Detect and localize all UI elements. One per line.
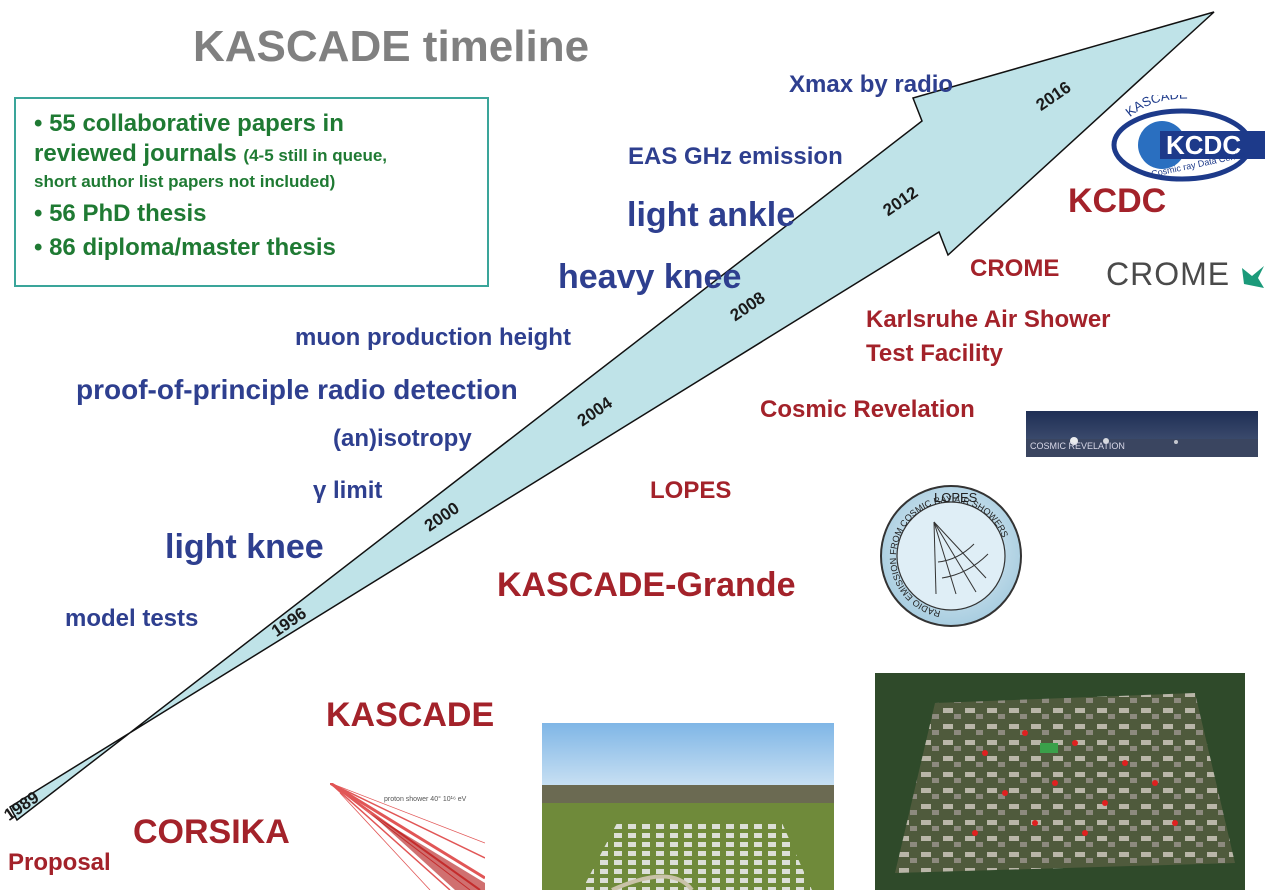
bullet: • (34, 200, 43, 227)
result-light-ankle: light ankle (627, 196, 796, 234)
aerial-site-photo (875, 673, 1245, 890)
project-cosmic-revelation: Cosmic Revelation (760, 396, 975, 423)
project-kascade: KASCADE (326, 696, 495, 734)
project-proposal: Proposal (8, 849, 111, 876)
papers-note-2: short author list papers not included) (34, 172, 336, 191)
result-eas-ghz: EAS GHz emission (628, 143, 843, 170)
kcdc-logo-center: KCDC (1166, 130, 1241, 160)
crome-logo-text: CROME (1106, 256, 1231, 292)
result-xmax: Xmax by radio (789, 71, 954, 98)
project-crome: CROME (970, 255, 1060, 282)
corsika-caption: proton shower 40° 10¹⁶ eV (384, 795, 467, 803)
result-heavy-knee: heavy knee (558, 258, 742, 296)
bullet: • (34, 110, 43, 137)
lopes-logo: RADIO EMISSION FROM COSMIC RAY AIR SHOWE… (880, 485, 1022, 627)
summary-box: • 55 collaborative papers in reviewed jo… (14, 97, 489, 287)
bullet: • (34, 234, 43, 261)
diploma-count: 86 diploma/master thesis (49, 234, 336, 261)
corsika-shower-image: proton shower 40° 10¹⁶ eV (330, 783, 485, 890)
project-lopes: LOPES (650, 477, 732, 504)
kascade-field-photo (542, 723, 834, 890)
project-kascade-grande: KASCADE-Grande (497, 566, 796, 604)
project-corsika: CORSIKA (133, 813, 290, 851)
crome-bird-icon (1242, 266, 1264, 288)
result-anisotropy: (an)isotropy (333, 425, 472, 452)
cosmic-revelation-caption: COSMIC REVELATION (1030, 441, 1125, 451)
crome-logo: CROME (1106, 256, 1266, 296)
page-title: KASCADE timeline (193, 22, 590, 71)
project-karlsruhe-line1: Karlsruhe Air Shower (866, 306, 1111, 333)
result-gamma-limit: γ limit (313, 477, 383, 504)
papers-count: 55 collaborative papers in (49, 110, 344, 137)
lopes-logo-text: LOPES (934, 490, 978, 505)
kcdc-logo: KASCADE KCDC Cosmic ray Data Centre (1111, 95, 1265, 182)
result-muon-height: muon production height (295, 324, 571, 351)
timeline-arrow-shape (9, 11, 1215, 822)
project-kcdc: KCDC (1068, 182, 1167, 220)
project-karlsruhe-line2: Test Facility (866, 340, 1003, 367)
phd-count: 56 PhD thesis (49, 200, 207, 227)
cosmic-revelation-image: COSMIC REVELATION (1026, 411, 1258, 457)
result-model-tests: model tests (65, 605, 199, 632)
result-light-knee: light knee (165, 528, 324, 566)
papers-note: (4-5 still in queue, (243, 146, 388, 165)
papers-journals: reviewed journals (34, 140, 237, 167)
result-radio-detection: proof-of-principle radio detection (76, 374, 518, 405)
